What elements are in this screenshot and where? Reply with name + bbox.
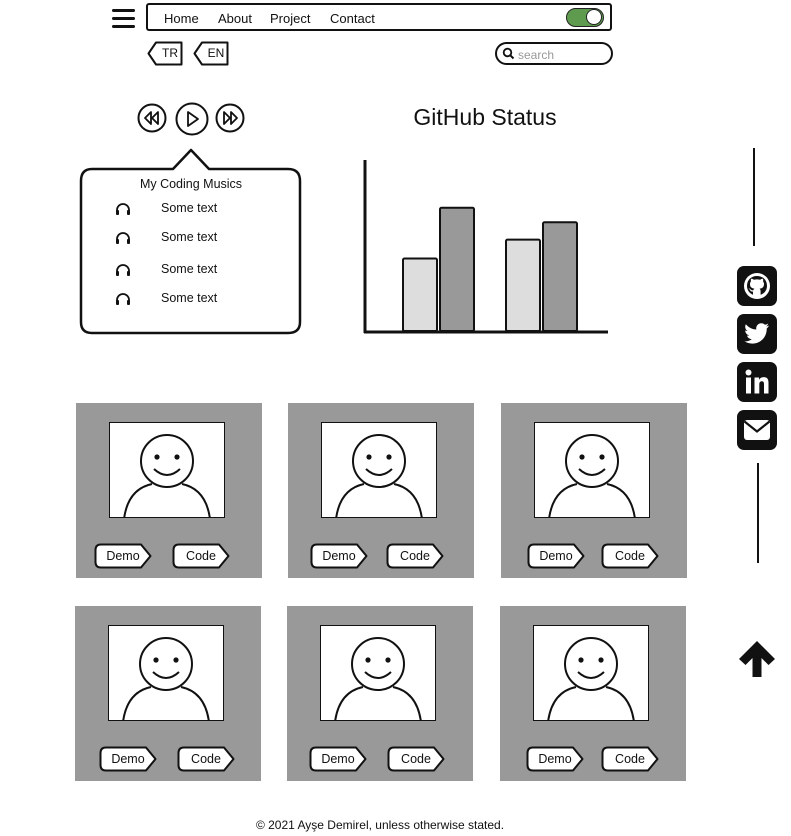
code-label: Code (186, 549, 216, 563)
demo-button[interactable]: Demo (527, 543, 585, 569)
demo-label: Demo (539, 549, 573, 563)
nav-project[interactable]: Project (270, 11, 311, 26)
search-icon (502, 47, 515, 60)
status-title: GitHub Status (413, 104, 557, 130)
code-label: Code (400, 549, 430, 563)
project-card: Demo Code (75, 606, 261, 781)
toggle-knob (586, 9, 602, 25)
language-tr-label: TR (162, 46, 178, 60)
headphones-icon (116, 264, 130, 276)
chart-bar (402, 257, 438, 332)
demo-button[interactable]: Demo (310, 543, 368, 569)
nav-home[interactable]: Home (164, 11, 199, 26)
headphones-icon (116, 203, 130, 215)
demo-button[interactable]: Demo (94, 543, 152, 569)
linkedin-icon[interactable] (736, 361, 778, 403)
code-label: Code (615, 752, 645, 766)
back-to-top-arrow-icon[interactable] (734, 637, 780, 679)
chart-bar (505, 238, 541, 332)
divider-line (753, 148, 755, 246)
play-icon[interactable] (175, 102, 209, 136)
project-image (533, 625, 649, 721)
language-en-button[interactable]: EN (193, 41, 229, 66)
code-button[interactable]: Code (387, 746, 445, 772)
project-image (108, 625, 224, 721)
project-image (320, 625, 436, 721)
code-button[interactable]: Code (177, 746, 235, 772)
code-button[interactable]: Code (386, 543, 444, 569)
track-title: Some text (161, 230, 218, 244)
demo-button[interactable]: Demo (309, 746, 367, 772)
mail-icon[interactable] (736, 409, 778, 451)
github-icon[interactable] (736, 265, 778, 307)
navbar: Home About Project Contact (146, 3, 612, 31)
theme-toggle[interactable] (566, 8, 604, 27)
project-card: Demo Code (287, 606, 473, 781)
code-button[interactable]: Code (601, 543, 659, 569)
project-card: Demo Code (500, 606, 686, 781)
demo-button[interactable]: Demo (526, 746, 584, 772)
divider-line (757, 463, 759, 563)
code-button[interactable]: Code (172, 543, 230, 569)
search-box[interactable] (495, 42, 613, 65)
footer-copyright: © 2021 Ayşe Demirel, unless otherwise st… (255, 818, 505, 832)
project-card: Demo Code (288, 403, 474, 578)
nav-about[interactable]: About (218, 11, 252, 26)
demo-label: Demo (538, 752, 572, 766)
demo-button[interactable]: Demo (99, 746, 157, 772)
demo-label: Demo (322, 549, 356, 563)
code-label: Code (615, 549, 645, 563)
project-card: Demo Code (76, 403, 262, 578)
rewind-icon[interactable] (137, 103, 167, 133)
track-title: Some text (161, 291, 218, 305)
chart-bar (439, 206, 475, 332)
headphones-icon (116, 293, 130, 305)
demo-label: Demo (106, 549, 140, 563)
track-title: Some text (161, 201, 218, 215)
playlist-popup (79, 148, 302, 335)
demo-label: Demo (111, 752, 145, 766)
headphones-icon (116, 232, 130, 244)
fast-forward-icon[interactable] (215, 103, 245, 133)
code-label: Code (191, 752, 221, 766)
project-image (109, 422, 225, 518)
playlist-title: My Coding Musics (139, 177, 243, 191)
nav-contact[interactable]: Contact (330, 11, 375, 26)
search-input[interactable] (516, 45, 610, 64)
project-image (321, 422, 437, 518)
demo-label: Demo (321, 752, 355, 766)
code-button[interactable]: Code (601, 746, 659, 772)
chart-bar (542, 221, 578, 332)
project-image (534, 422, 650, 518)
language-tr-button[interactable]: TR (147, 41, 183, 66)
project-card: Demo Code (501, 403, 687, 578)
code-label: Code (401, 752, 431, 766)
twitter-icon[interactable] (736, 313, 778, 355)
language-en-label: EN (207, 46, 225, 60)
status-bar-chart (363, 160, 608, 334)
hamburger-menu-icon[interactable] (112, 9, 135, 29)
track-title: Some text (161, 262, 218, 276)
